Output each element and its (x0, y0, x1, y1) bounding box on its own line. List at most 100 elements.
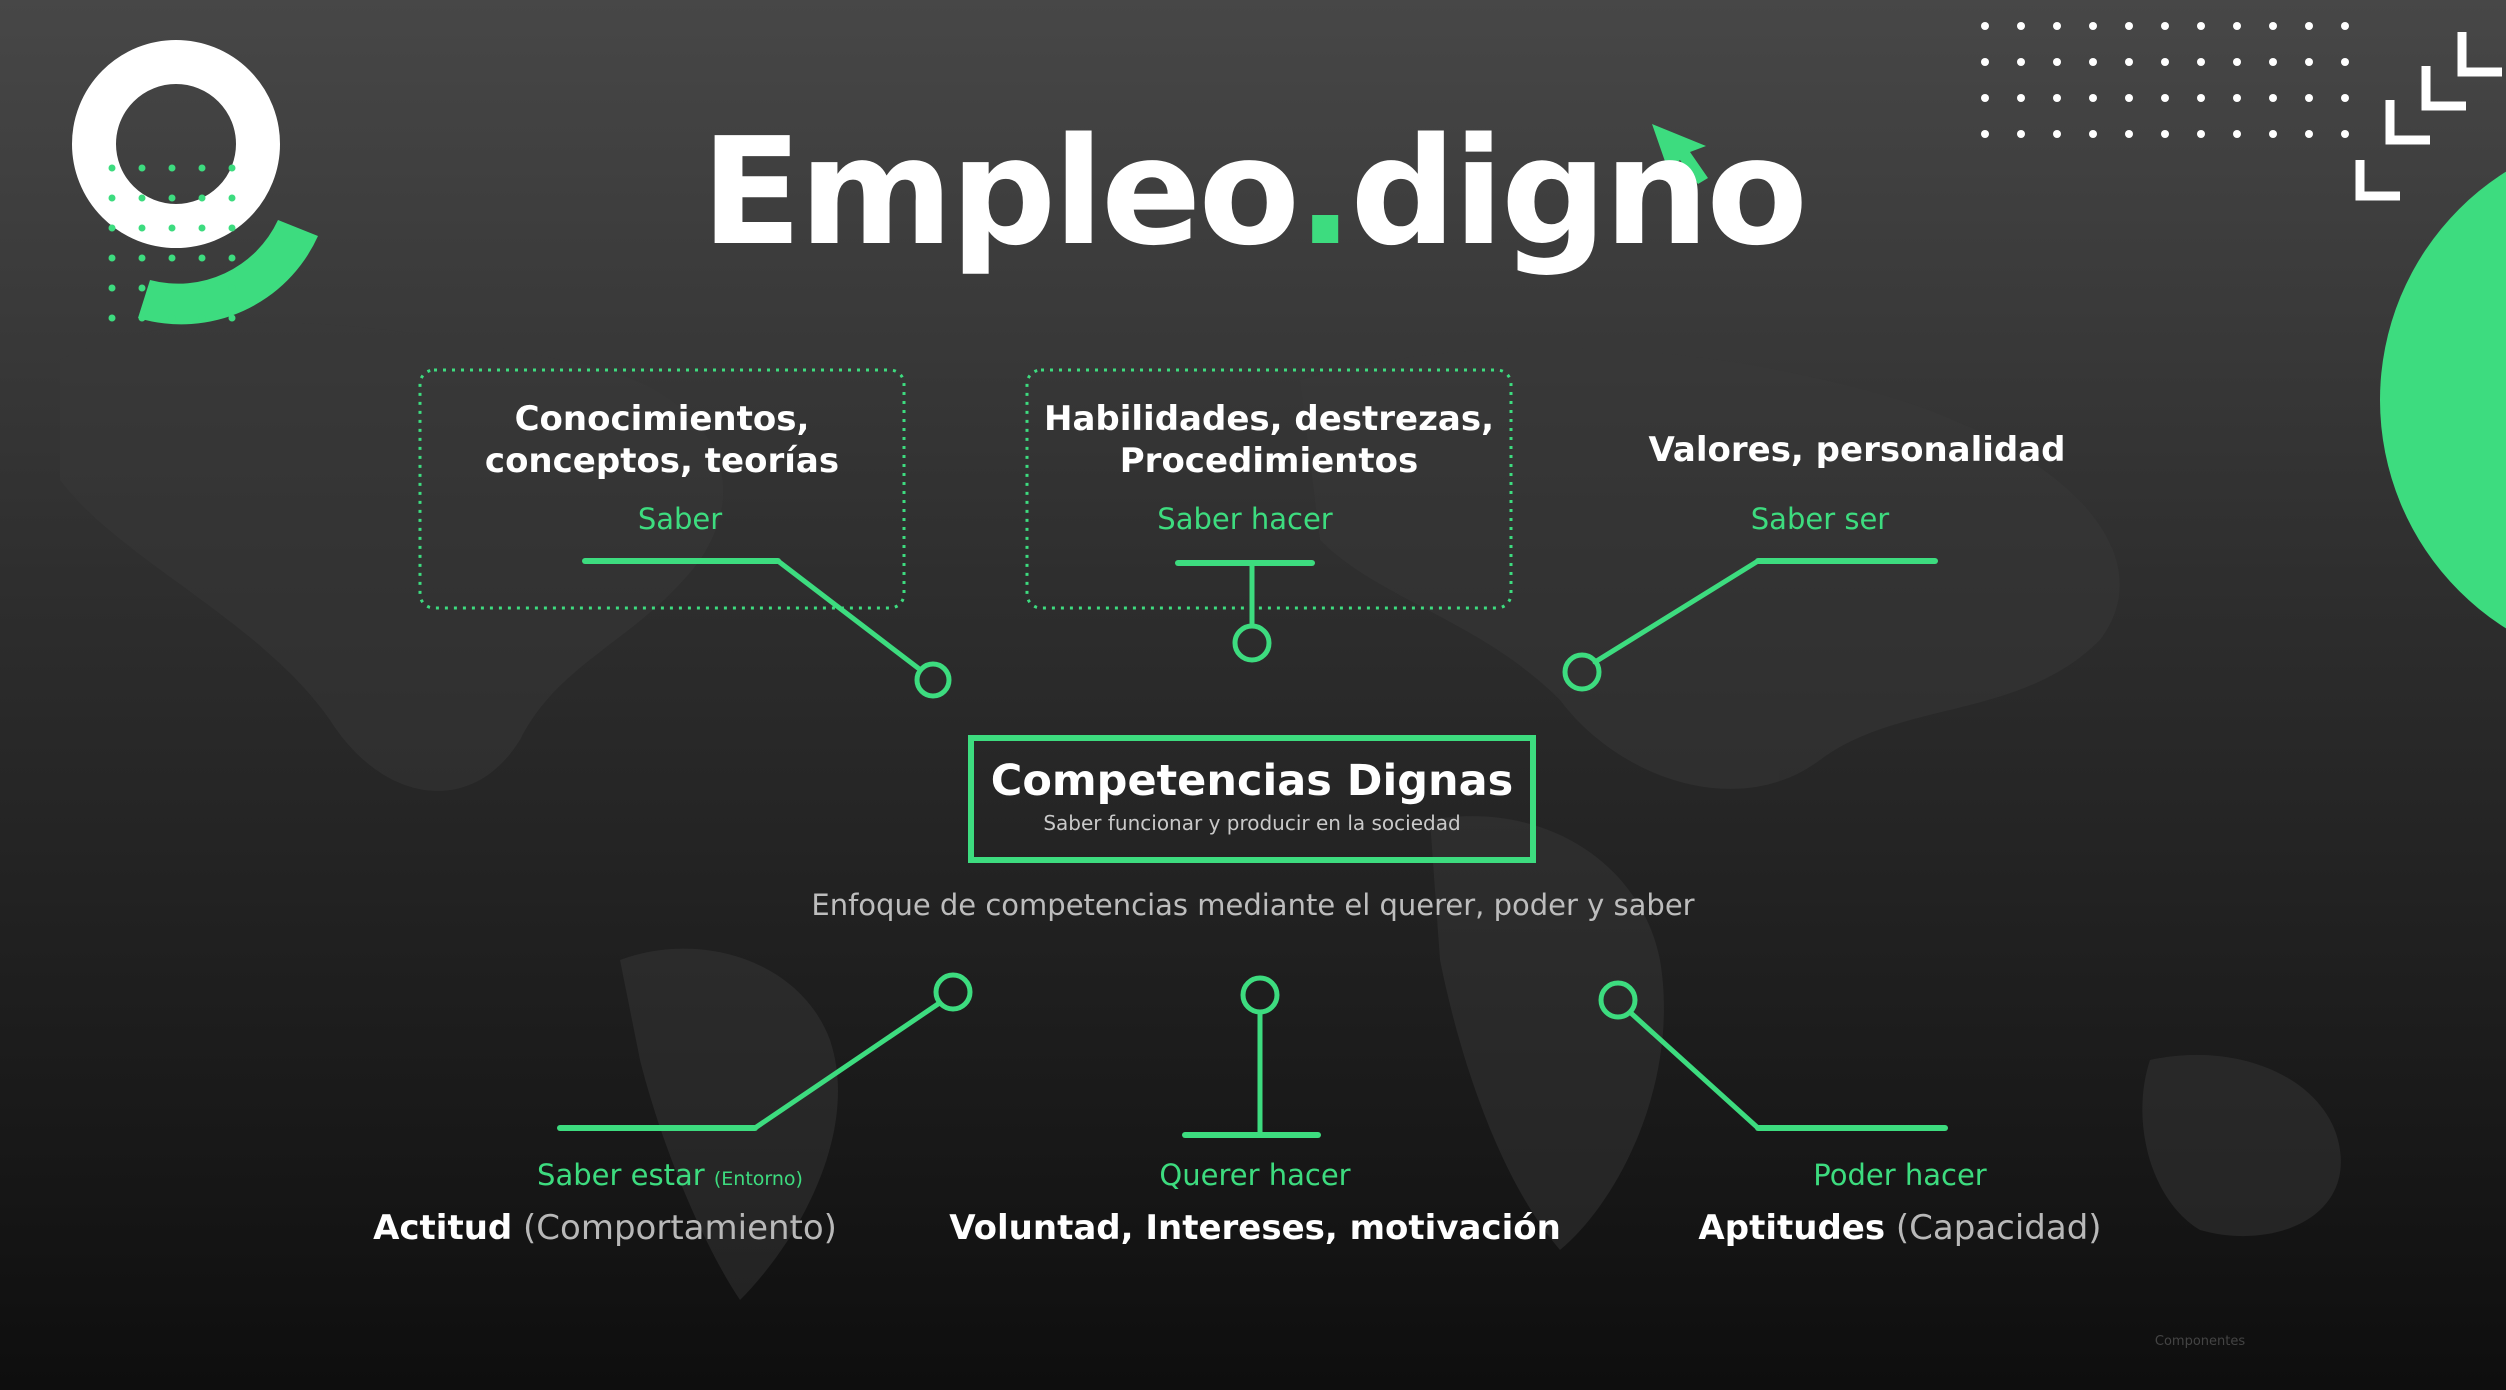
dot (2053, 130, 2061, 138)
node-saber-hacer-label: Saber hacer (1157, 502, 1333, 536)
dot (2197, 22, 2205, 30)
dot (2089, 58, 2097, 66)
dot (2125, 94, 2133, 102)
dot (138, 284, 146, 292)
dot (2197, 130, 2205, 138)
dot (2017, 22, 2025, 30)
dot (2053, 94, 2061, 102)
dot (2161, 58, 2169, 66)
dot (168, 254, 176, 262)
dot (2269, 130, 2277, 138)
connector-saber-estar (557, 972, 973, 1131)
dot (168, 224, 176, 232)
dot (108, 164, 116, 172)
dot (2089, 130, 2097, 138)
page-title: Empleo.digno (701, 106, 1808, 278)
dot (2269, 94, 2277, 102)
node-saber-label: Saber (637, 502, 723, 536)
dot (108, 224, 116, 232)
dot (1981, 94, 1989, 102)
dot (138, 164, 146, 172)
dot (228, 164, 236, 172)
dot (228, 254, 236, 262)
node-saber-estar-label: Saber estar (Entorno) (537, 1158, 803, 1192)
dot (2161, 130, 2169, 138)
dot (2305, 94, 2313, 102)
node-saber-ser-label: Saber ser (1750, 502, 1890, 536)
dot (138, 314, 146, 322)
connector-poder-hacer (1598, 980, 1948, 1131)
dot-grid-icon (1981, 22, 2349, 138)
footer-note: Componentes (2154, 1334, 2246, 1349)
dot (168, 164, 176, 172)
dot (2269, 58, 2277, 66)
dot (108, 194, 116, 202)
dot (2197, 94, 2205, 102)
dot (228, 284, 236, 292)
dot (2125, 58, 2133, 66)
dot (2017, 58, 2025, 66)
node-frame-saber (418, 368, 906, 610)
dot (198, 164, 206, 172)
dot (2305, 130, 2313, 138)
dot (2269, 22, 2277, 30)
dot (2089, 22, 2097, 30)
central-box (968, 735, 1536, 863)
dot (138, 194, 146, 202)
dot (2197, 58, 2205, 66)
green-circle-icon (2380, 171, 2506, 629)
dot (138, 224, 146, 232)
dot (2017, 94, 2025, 102)
dot (1981, 22, 1989, 30)
node-querer-hacer-label: Querer hacer (1159, 1158, 1351, 1192)
dot (2341, 58, 2349, 66)
dot (198, 254, 206, 262)
dot (228, 224, 236, 232)
dot (2233, 94, 2241, 102)
logo-ring-icon (72, 40, 318, 325)
dot (228, 194, 236, 202)
connector-saber-hacer (1175, 560, 1315, 663)
dot (2125, 130, 2133, 138)
node-poder-hacer-label: Poder hacer (1813, 1158, 1987, 1192)
dot (198, 224, 206, 232)
dot (138, 254, 146, 262)
dot (168, 194, 176, 202)
node-frame-saber-hacer (1025, 368, 1513, 610)
connector-saber (582, 558, 952, 699)
dot (2233, 130, 2241, 138)
dot (108, 314, 116, 322)
chevrons-icon (2355, 32, 2502, 201)
dot (2341, 130, 2349, 138)
dot (108, 254, 116, 262)
dot (2053, 58, 2061, 66)
cursor-arrow-icon (1652, 124, 1708, 184)
dot (1981, 130, 1989, 138)
dot (228, 314, 236, 322)
dot (108, 284, 116, 292)
dot (2305, 58, 2313, 66)
dot (2233, 22, 2241, 30)
node-aptitudes-title: Aptitudes (Capacidad) (1698, 1208, 2102, 1248)
world-map-icon (60, 322, 2341, 1300)
connector-saber-ser (1562, 558, 1938, 692)
central-title: Competencias Dignas (990, 756, 1514, 806)
node-actitud-title: Actitud (Comportamiento) (373, 1208, 837, 1248)
dot (2089, 94, 2097, 102)
dot (1981, 58, 1989, 66)
dot (2125, 22, 2133, 30)
dot (198, 314, 206, 322)
dot (198, 284, 206, 292)
node-saber-hacer-title: Habilidades, destrezas, Procedimientos (1044, 399, 1494, 481)
dot (2305, 22, 2313, 30)
dot (2341, 22, 2349, 30)
node-saber-ser-title: Valores, personalidad (1648, 430, 2066, 470)
dot (2053, 22, 2061, 30)
diagram-caption: Enfoque de competencias mediante el quer… (811, 888, 1695, 922)
dot (2161, 22, 2169, 30)
dot (2161, 94, 2169, 102)
dot (168, 284, 176, 292)
node-saber-title: Conocimientos, conceptos, teorías (484, 399, 840, 481)
dot (2341, 94, 2349, 102)
